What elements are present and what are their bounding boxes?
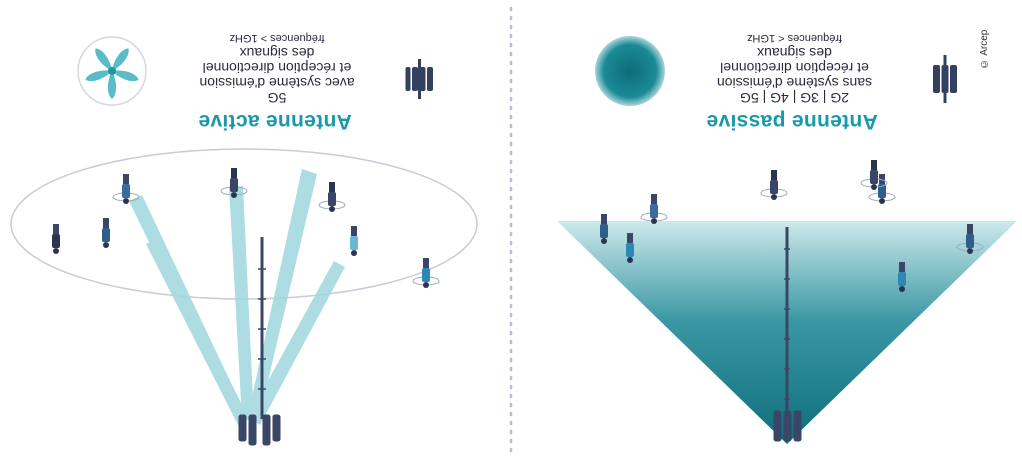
filled-circle-icon — [595, 36, 665, 106]
person-icon — [640, 194, 668, 224]
person-icon — [760, 170, 788, 200]
person-icon — [412, 258, 440, 288]
active-line2: et réception directionnel — [202, 60, 352, 76]
active-tower — [238, 237, 281, 446]
passive-generations: 2G | 3G | 4G | 5G — [740, 90, 849, 106]
person-icon — [52, 224, 60, 254]
active-description: 5G avec système d'émission et réception … — [172, 31, 382, 106]
person-icon — [318, 182, 346, 212]
active-frequency: fréquences > 1GHz — [229, 32, 325, 44]
person-icon — [600, 214, 608, 244]
passive-description: 2G | 3G | 4G | 5G sans système d'émissio… — [682, 31, 907, 106]
person-icon — [626, 233, 634, 263]
person-icon — [112, 174, 140, 204]
person-icon — [220, 168, 248, 198]
person-icon — [860, 160, 888, 190]
person-icon — [868, 174, 896, 204]
person-icon — [350, 226, 358, 256]
fan-icon — [77, 36, 147, 106]
passive-line1: sans système d'émission — [716, 75, 873, 91]
active-line3: des signaux — [239, 45, 315, 61]
passive-antenna-icon — [933, 55, 957, 103]
active-generations: 5G — [267, 90, 287, 106]
person-icon — [898, 262, 906, 292]
passive-title: Antenne passive — [706, 110, 878, 133]
active-title: Antenne active — [198, 110, 352, 133]
passive-frequency: fréquences < 1GHz — [746, 32, 843, 44]
person-icon — [956, 224, 984, 254]
credit-label: © Arcep — [979, 29, 990, 69]
passive-tower — [773, 227, 802, 442]
active-line1: avec système d'émission — [199, 75, 355, 91]
passive-line3: des signaux — [757, 45, 832, 61]
passive-line2: et réception directionnel — [720, 60, 869, 76]
person-icon — [102, 218, 110, 248]
active-antenna-icon — [405, 59, 433, 99]
